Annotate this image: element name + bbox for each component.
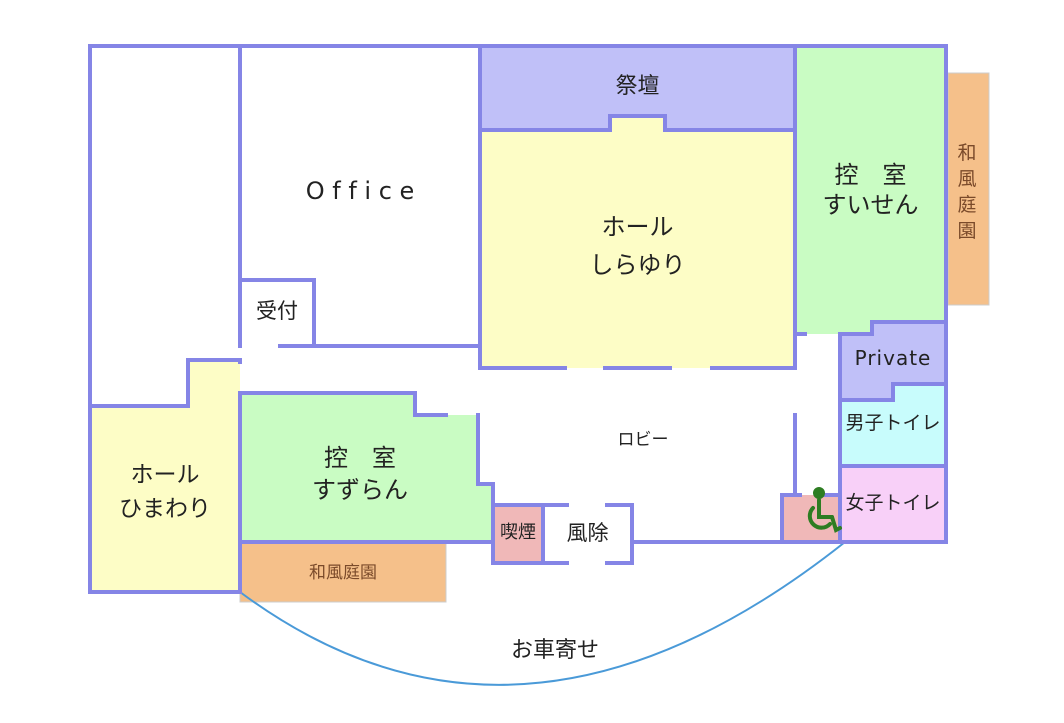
windbreak-label: 風除 [566, 521, 609, 545]
waiting-suzuran-label: 控 室 すずらん [240, 442, 480, 506]
hall-shirayuri-line1: ホール [601, 213, 674, 241]
carport-label: お車寄せ [510, 638, 599, 663]
reception-label: 受付 [256, 299, 298, 323]
private-area [840, 322, 946, 400]
hall-himawari-line1: ホール [130, 462, 200, 488]
garden-bottom-area [239, 542, 447, 603]
hall-shirayuri-area [480, 116, 795, 368]
waiting-suisen-label: 控 室 すいせん [795, 160, 946, 220]
mens-toilet-area [840, 384, 946, 466]
waiting-suisen-line2: すいせん [822, 191, 919, 219]
lobby-label: ロビー [617, 430, 669, 450]
hall-himawari-area [90, 360, 240, 592]
waiting-suzuran-area [240, 393, 493, 542]
altar-label: 祭壇 [615, 74, 660, 99]
hall-himawari-line2: ひまわり [119, 496, 211, 522]
womens-toilet-area [840, 466, 946, 542]
driveway-arc [239, 541, 846, 686]
garden-bottom-label: 和風庭園 [309, 563, 377, 583]
walls [88, 44, 948, 594]
private-label: Private [854, 346, 932, 370]
waiting-suzuran-line1: 控 室 [324, 444, 396, 472]
waiting-suisen-line1: 控 室 [834, 161, 907, 189]
waiting-suisen-area [795, 46, 946, 334]
smoking-label: 喫煙 [500, 522, 536, 543]
garden-right-label: 和風庭園 [957, 142, 977, 242]
womens-toilet-label: 女子トイレ [845, 492, 941, 514]
wheelchair-icon [807, 487, 842, 533]
hall-himawari-label: ホール ひまわり [90, 458, 240, 526]
hall-shirayuri-label: ホール しらゆり [480, 208, 795, 284]
mens-toilet-label: 男子トイレ [845, 412, 941, 434]
smoking-area [493, 505, 543, 563]
office-label: O f f i c e [305, 177, 415, 205]
waiting-suzuran-line2: すずらん [312, 476, 408, 504]
hall-shirayuri-line2: しらゆり [589, 251, 686, 279]
